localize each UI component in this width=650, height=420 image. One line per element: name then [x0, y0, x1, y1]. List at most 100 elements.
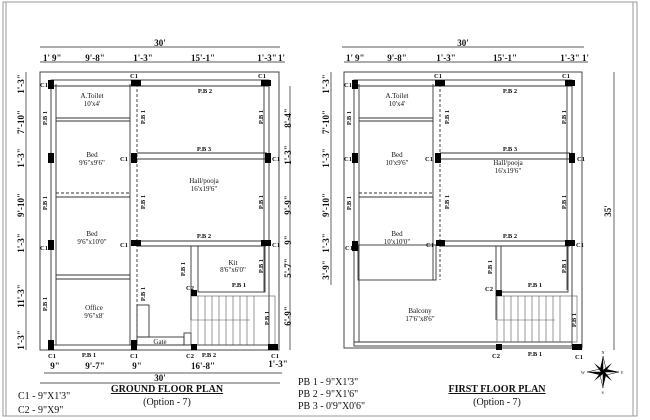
columns	[352, 80, 582, 350]
structural-tag: P.B 1	[232, 282, 246, 289]
dimension-label: 30'	[154, 373, 166, 383]
dimension-label: 1'-3"	[321, 233, 331, 253]
dimension-label: 9"	[50, 361, 60, 371]
column-c1	[131, 240, 141, 246]
room-size: 16'x19'6"	[495, 167, 522, 175]
column-c1	[569, 153, 575, 163]
column-c1	[572, 344, 582, 350]
sheet-border	[2, 1, 638, 417]
room-size: 9'6"x9'6"	[79, 159, 105, 167]
gate-post	[136, 304, 150, 338]
structural-tag: C1	[562, 73, 570, 80]
column-c1	[261, 240, 271, 246]
column-c1	[435, 80, 445, 86]
structural-tag: P.B 1	[561, 195, 568, 209]
ground-floor-title: GROUND FLOOR PLAN	[111, 384, 224, 395]
column-c2	[191, 290, 197, 296]
dimension-label: 8'-4"	[283, 108, 293, 128]
structural-tag: C1	[345, 245, 353, 252]
dimension-label: 9"	[355, 53, 365, 63]
structural-tag: P.B 1	[528, 351, 542, 358]
room-size: 10'x4'	[389, 100, 406, 108]
dimension-label: 15'-1"	[493, 53, 517, 63]
column-c1	[565, 80, 575, 86]
structural-tag: C1	[272, 242, 280, 249]
structural-tag: C2	[186, 353, 194, 360]
structural-tag: P.B 1	[180, 262, 187, 276]
structural-tag: C1	[48, 353, 56, 360]
dimension-label: 7'-10"	[321, 110, 331, 134]
legend-pb1: PB 1 - 9"X1'3"	[298, 377, 358, 388]
structural-tag: P.B 1	[140, 110, 147, 124]
room-size: 8'6"x6'0"	[220, 266, 246, 274]
drawing-line	[496, 295, 578, 343]
room-size: 17'6"x8'6"	[405, 315, 434, 323]
dimension-label: 9'-8"	[387, 53, 407, 63]
outer-wall	[343, 71, 583, 349]
structural-tag: P.B 1	[444, 110, 451, 124]
room-name: Bed	[391, 151, 403, 159]
structural-tag: C1	[258, 73, 266, 80]
structural-tag: P.B 3	[503, 146, 518, 153]
structural-tag: C1	[120, 242, 128, 249]
column-c1	[352, 241, 358, 251]
dimension-label: 11'-3"	[16, 284, 26, 308]
dimension-label: 5'-7"	[283, 258, 293, 278]
gate-post	[183, 332, 192, 346]
first-floor-option: (Option - 7)	[473, 397, 521, 408]
dimension-label: 3'-9"	[321, 260, 331, 280]
structural-tag: C1	[344, 82, 352, 89]
room-name: Office	[85, 304, 103, 312]
room-size: 10'x10'0"	[384, 238, 411, 246]
dimension-label: 1'	[346, 53, 353, 63]
dimensions: 30' 1' 9" 9'-8" 1'-3" 15'-1" 1'-3" 1' 1'…	[321, 38, 615, 350]
dimension-label: 1'-3"	[268, 359, 288, 369]
column-c2	[191, 344, 197, 350]
structural-tag: C1	[426, 242, 434, 249]
room-name: Bed	[391, 230, 403, 238]
dimension-label: 35'	[603, 205, 613, 217]
first-floor-plan: A.Toilet 10'x4' Bed 10'x9'6" Hall/pooja …	[321, 38, 615, 408]
drawing-line	[594, 363, 612, 381]
ground-floor-plan: A.Toilet 10'x4' Bed 9'6"x9'6" Hall/pooja…	[16, 38, 293, 408]
dimension-label: 1'-3"	[16, 330, 26, 350]
dimension-label: 16'-8"	[191, 361, 215, 371]
dimension-label: 1'-3"	[16, 233, 26, 253]
room-size: 10'x4'	[84, 100, 101, 108]
room-name: Kit	[229, 259, 238, 267]
column-c1	[435, 153, 441, 163]
ground-floor-option: (Option - 7)	[143, 397, 191, 408]
dimension-label: 9"	[52, 53, 62, 63]
first-floor-title: FIRST FLOOR PLAN	[448, 384, 546, 395]
inner-wall	[50, 79, 270, 346]
dimension-label: 6'-9"	[283, 306, 293, 326]
dimension-label: 1'-3"	[321, 148, 331, 168]
staircase	[496, 295, 578, 343]
compass-rose-icon: N S E W	[581, 350, 624, 395]
compass-letter: E	[621, 370, 624, 375]
dimension-label: 30'	[154, 38, 166, 48]
structural-tags: C1 C1 C1 C1 C1 C1 C1 C1 C1 C2 C2 C1 P.B …	[344, 73, 585, 361]
column-c1	[352, 80, 358, 89]
structural-tag: P.B 1	[258, 195, 265, 209]
dimension-label: 9'-9"	[283, 195, 293, 215]
structural-tag: P.B 1	[561, 110, 568, 124]
columns	[48, 80, 278, 350]
structural-tag: C1	[434, 73, 442, 80]
legend-c1: C1 - 9"X1'3"	[18, 391, 70, 402]
structural-tag: P.B 1	[42, 111, 49, 125]
column-c2	[496, 290, 502, 296]
structural-tag: P.B 2	[202, 352, 216, 359]
column-c1	[268, 344, 278, 350]
column-c1	[565, 240, 575, 246]
dimension-label: 9'-10"	[321, 193, 331, 217]
structural-tag: C1	[130, 73, 138, 80]
gate-label: Gate	[153, 338, 166, 346]
room-name: Balcony	[408, 307, 432, 315]
room-name: Hall/pooja	[493, 159, 523, 167]
dimension-label: 1'	[582, 53, 589, 63]
compass-letter: W	[581, 370, 585, 375]
dimension-label: 9"	[132, 361, 142, 371]
structural-tag: P.B 1	[140, 195, 147, 209]
column-c1	[265, 153, 271, 163]
